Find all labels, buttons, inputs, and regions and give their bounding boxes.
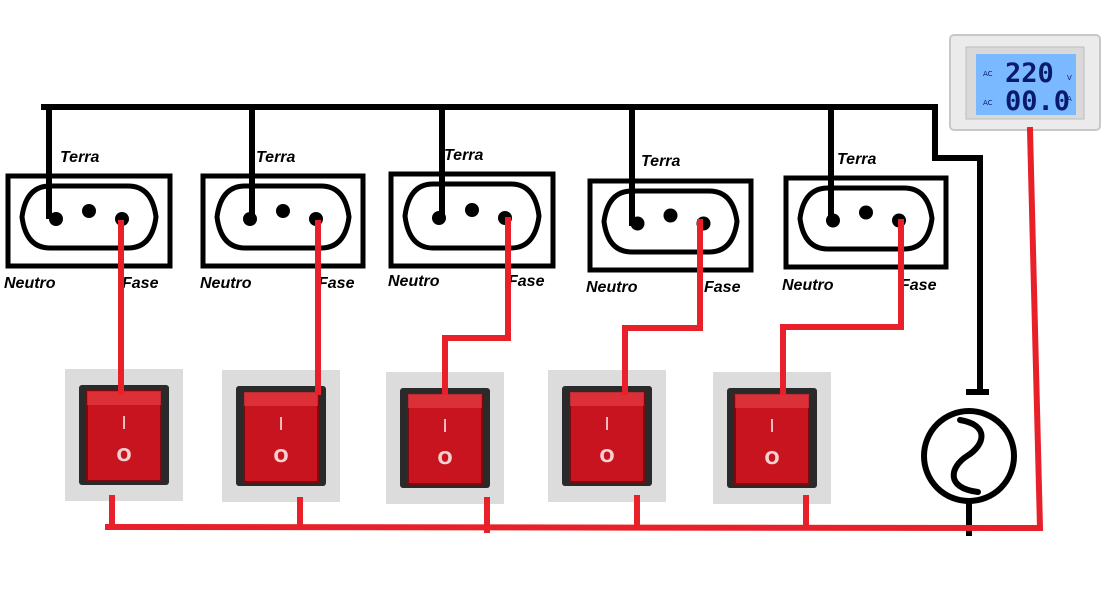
switch-on-mark: I: [769, 416, 774, 437]
phase-drop-4: [622, 219, 703, 395]
ground-pin-hole: [663, 208, 678, 223]
outlet-neutro-label: Neutro: [200, 275, 252, 292]
ground-pin-hole: [465, 203, 479, 217]
outlet-fase-label: Fase: [704, 279, 741, 296]
rocker-switch-5[interactable]: IO: [713, 372, 831, 504]
outlet-socket-outline: [797, 185, 935, 252]
switch-highlight: [408, 394, 482, 408]
outlet-fase-label: Fase: [508, 273, 545, 290]
switch-rocker[interactable]: [243, 391, 319, 483]
switch-highlight: [735, 394, 809, 408]
outlet-terra-label: Terra: [60, 149, 100, 166]
switch-off-mark: O: [116, 445, 131, 466]
meter-screen: [976, 54, 1076, 115]
rocker-switch-2[interactable]: IO: [222, 370, 340, 502]
outlet-fase-label: Fase: [900, 277, 937, 294]
switch-rocker[interactable]: [86, 390, 162, 482]
outlet-terra-label: Terra: [444, 147, 484, 164]
meter-current-unit: A: [1067, 95, 1072, 103]
outlet-terra-label: Terra: [256, 149, 296, 166]
phase-drop-5: [780, 219, 904, 395]
outlet-socket-outline: [214, 183, 352, 251]
outlet-socket-outline: [402, 181, 542, 251]
switch-highlight: [244, 392, 318, 406]
switch-off-mark: O: [599, 446, 614, 467]
switch-off-mark: O: [437, 448, 452, 469]
switch-highlight: [87, 391, 161, 405]
neutral-bus: [41, 104, 983, 395]
switch-on-mark: I: [442, 416, 447, 437]
phase-wiring: [104, 126, 1044, 533]
outlet-neutro-label: Neutro: [782, 277, 834, 294]
switch-on-mark: I: [278, 414, 283, 435]
neutral-wiring: [41, 104, 989, 536]
switch-off-mark: O: [764, 448, 779, 469]
rocker-switch-4[interactable]: IO: [548, 370, 666, 502]
outlet-socket-outline: [601, 188, 740, 255]
meter-voltage-unit: V: [1067, 74, 1072, 82]
switch-rocker[interactable]: [407, 393, 483, 485]
ground-pin-hole: [276, 204, 290, 218]
outlet-neutro-label: Neutro: [586, 279, 638, 296]
switch-on-mark: I: [121, 413, 126, 434]
meter-voltage-tag: AC: [983, 70, 993, 78]
switch-off-mark: O: [273, 446, 288, 467]
ground-pin-hole: [859, 205, 873, 220]
ground-pin-hole: [82, 204, 96, 218]
switch-rocker[interactable]: [569, 391, 645, 483]
meter-current-tag: AC: [983, 99, 993, 107]
neutral-pin-hole: [49, 212, 63, 226]
meter-voltage-readout: 220: [1005, 58, 1054, 89]
phase-return: [104, 126, 1044, 532]
meter-current-readout: 00.0: [1005, 86, 1070, 117]
outlet-fase-label: Fase: [318, 275, 355, 292]
outlet-terra-label: Terra: [641, 153, 681, 170]
outlet-terra-label: Terra: [837, 151, 877, 168]
outlet-socket-outline: [19, 183, 159, 251]
switch-rocker[interactable]: [734, 393, 810, 485]
switch-highlight: [570, 392, 644, 406]
phase-drop-3: [442, 217, 511, 395]
switch-on-mark: I: [604, 414, 609, 435]
volt-amp-meter: AC AC 220 V 00.0 A: [949, 34, 1101, 131]
ac-source-icon: [921, 408, 1017, 504]
outlet-neutro-label: Neutro: [388, 273, 440, 290]
outlet-neutro-label: Neutro: [4, 275, 56, 292]
outlet-fase-label: Fase: [122, 275, 159, 292]
